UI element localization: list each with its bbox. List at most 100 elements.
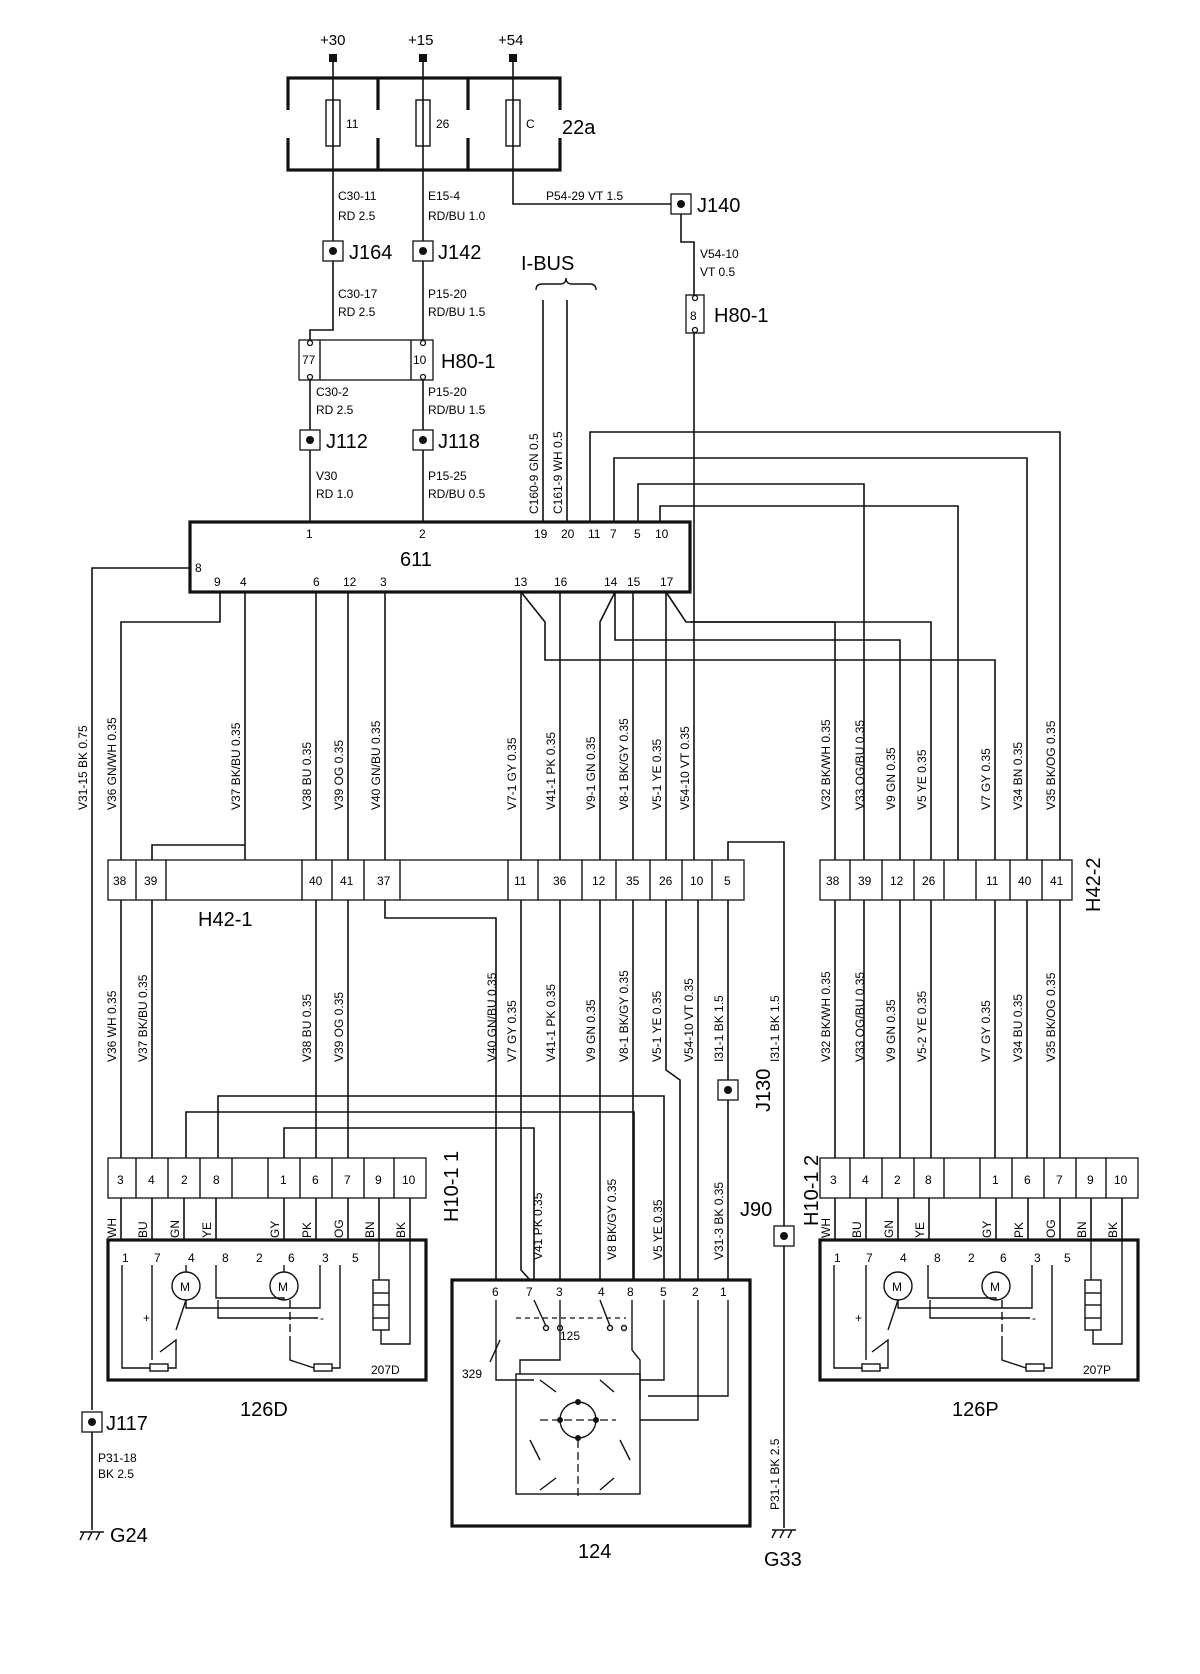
terminal-30: +30 <box>320 32 345 49</box>
fusebox-22a: 11 26 C 22a <box>285 76 596 172</box>
svg-text:1: 1 <box>834 1251 841 1265</box>
svg-text:OG: OG <box>1044 1219 1058 1238</box>
svg-text:3: 3 <box>830 1173 837 1187</box>
svg-text:7: 7 <box>866 1251 873 1265</box>
svg-text:V35 BK/OG 0.35: V35 BK/OG 0.35 <box>1044 720 1058 810</box>
svg-text:WH: WH <box>819 1218 833 1238</box>
svg-text:RD 1.0: RD 1.0 <box>316 487 354 501</box>
svg-text:RD/BU 1.0: RD/BU 1.0 <box>428 209 486 223</box>
svg-text:5: 5 <box>634 527 641 541</box>
splice-j90: J90 <box>740 1199 772 1221</box>
svg-text:V33 OG/BU 0.35: V33 OG/BU 0.35 <box>853 720 867 810</box>
connector-h42-1: 38 39 40 41 37 11 36 12 35 26 10 5 H42-1 <box>107 859 745 931</box>
splice-j112: J112 <box>326 431 368 453</box>
svg-text:9: 9 <box>1087 1173 1094 1187</box>
connector-h80-1-label: H80-1 <box>441 351 495 373</box>
svg-text:7: 7 <box>344 1173 351 1187</box>
svg-text:RD 2.5: RD 2.5 <box>338 305 376 319</box>
mirror-126d: 1 7 4 8 2 6 3 5 M M + - 207D 126D <box>106 1238 428 1421</box>
svg-text:6: 6 <box>1024 1173 1031 1187</box>
mirror-switch-124-label: 124 <box>578 1541 611 1563</box>
svg-text:2: 2 <box>256 1251 263 1265</box>
svg-text:8: 8 <box>222 1251 229 1265</box>
svg-text:V32 BK/WH 0.35: V32 BK/WH 0.35 <box>819 719 833 810</box>
svg-text:12: 12 <box>890 874 904 888</box>
svg-text:V5-1 YE 0.35: V5-1 YE 0.35 <box>650 739 664 810</box>
svg-text:C: C <box>526 117 535 131</box>
svg-text:C160-9 GN 0.5: C160-9 GN 0.5 <box>527 433 541 514</box>
svg-text:7: 7 <box>526 1285 533 1299</box>
svg-text:35: 35 <box>626 874 640 888</box>
svg-text:207P: 207P <box>1083 1363 1111 1377</box>
svg-text:12: 12 <box>592 874 606 888</box>
connector-h42-2: 38 39 12 26 11 40 41 H42-2 <box>819 858 1105 912</box>
svg-text:6: 6 <box>288 1251 295 1265</box>
svg-text:M: M <box>892 1280 902 1294</box>
splice-j118: J118 <box>438 431 480 453</box>
svg-text:8: 8 <box>195 561 202 575</box>
svg-text:BU: BU <box>136 1221 150 1238</box>
svg-text:3: 3 <box>556 1285 563 1299</box>
svg-text:V36 GN/WH 0.35: V36 GN/WH 0.35 <box>105 717 119 810</box>
svg-text:M: M <box>990 1280 1000 1294</box>
svg-text:10: 10 <box>655 527 669 541</box>
svg-text:26: 26 <box>922 874 936 888</box>
svg-text:E15-4: E15-4 <box>428 189 460 203</box>
top-wiring: C30-11 RD 2.5 E15-4 RD/BU 1.0 P54-29 VT … <box>298 170 1061 860</box>
svg-text:P15-20: P15-20 <box>428 287 467 301</box>
ibus-label: I-BUS <box>521 253 574 275</box>
svg-text:6: 6 <box>313 575 320 589</box>
svg-text:GY: GY <box>980 1221 994 1238</box>
svg-text:26: 26 <box>659 874 673 888</box>
svg-text:PK: PK <box>1012 1222 1026 1238</box>
svg-text:V8-1 BK/GY 0.35: V8-1 BK/GY 0.35 <box>617 718 631 810</box>
svg-text:BU: BU <box>850 1221 864 1238</box>
svg-text:BN: BN <box>363 1221 377 1238</box>
ecu-label: 611 <box>400 549 432 571</box>
connector-h10-1-2: 3 4 2 8 1 6 7 9 10 H10-1 2 <box>801 1155 1139 1226</box>
svg-text:8: 8 <box>690 309 697 323</box>
connector-h42-1-label: H42-1 <box>198 909 252 931</box>
svg-text:V8-1 BK/GY 0.35: V8-1 BK/GY 0.35 <box>617 970 631 1062</box>
svg-text:P15-25: P15-25 <box>428 469 467 483</box>
svg-text:9: 9 <box>375 1173 382 1187</box>
svg-text:BK: BK <box>1106 1222 1120 1238</box>
fusebox-label: 22a <box>562 117 596 139</box>
svg-text:2: 2 <box>181 1173 188 1187</box>
splice-j117: J117 <box>106 1413 148 1435</box>
color-codes: WH BU GN YE GY PK OG BN BK WH BU GN YE G… <box>105 1198 1123 1240</box>
svg-text:V5 YE 0.35: V5 YE 0.35 <box>915 749 929 810</box>
ground-g24: G24 <box>110 1525 148 1547</box>
svg-text:VT 0.5: VT 0.5 <box>700 265 735 279</box>
svg-text:RD/BU 1.5: RD/BU 1.5 <box>428 403 486 417</box>
svg-text:V9 GN 0.35: V9 GN 0.35 <box>884 747 898 810</box>
svg-text:V7 GY 0.35: V7 GY 0.35 <box>505 1000 519 1062</box>
svg-text:19: 19 <box>534 527 548 541</box>
svg-text:V5 YE 0.35: V5 YE 0.35 <box>651 1199 665 1260</box>
svg-text:RD 2.5: RD 2.5 <box>338 209 376 223</box>
svg-text:329: 329 <box>462 1367 482 1381</box>
svg-text:5: 5 <box>352 1251 359 1265</box>
svg-text:9: 9 <box>214 575 221 589</box>
svg-text:-: - <box>1032 1311 1036 1325</box>
svg-text:1: 1 <box>720 1285 727 1299</box>
svg-text:V40 GN/BU 0.35: V40 GN/BU 0.35 <box>485 972 499 1062</box>
ecu-611: 611 1 2 19 20 11 7 5 10 8 9 4 6 12 3 13 … <box>188 520 692 594</box>
svg-text:26: 26 <box>436 117 450 131</box>
svg-text:4: 4 <box>598 1285 605 1299</box>
lower-wiring <box>120 900 1061 1281</box>
ground-splices-right: J130 J90 <box>717 1069 795 1528</box>
svg-text:38: 38 <box>113 874 127 888</box>
svg-text:V36 WH 0.35: V36 WH 0.35 <box>105 990 119 1062</box>
svg-text:RD/BU 1.5: RD/BU 1.5 <box>428 305 486 319</box>
svg-text:+: + <box>143 1311 150 1325</box>
mid-wire-labels: V31-15 BK 0.75 V36 GN/WH 0.35 V37 BK/BU … <box>76 717 1058 810</box>
svg-text:10: 10 <box>1114 1173 1128 1187</box>
svg-text:5: 5 <box>660 1285 667 1299</box>
svg-text:14: 14 <box>604 575 618 589</box>
svg-text:11: 11 <box>346 117 359 131</box>
svg-text:GN: GN <box>168 1220 182 1238</box>
svg-text:15: 15 <box>627 575 641 589</box>
svg-text:V41-1 PK 0.35: V41-1 PK 0.35 <box>544 732 558 810</box>
